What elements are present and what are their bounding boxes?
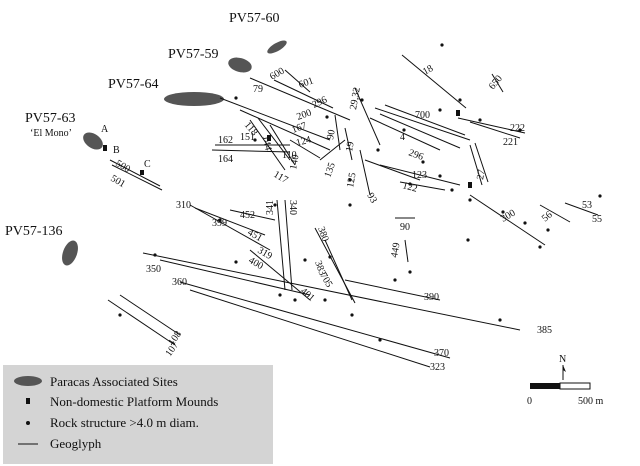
legend-rock-swatch bbox=[26, 421, 30, 425]
scale-distance: 500 m bbox=[578, 396, 604, 407]
label-4: 4 bbox=[400, 132, 405, 143]
legend-rock: Rock structure >4.0 m diam. bbox=[50, 415, 199, 430]
label-122: 122 bbox=[401, 180, 418, 195]
label-383: 383 bbox=[312, 259, 327, 277]
label-323: 323 bbox=[430, 362, 445, 373]
label-380: 380 bbox=[315, 225, 330, 243]
label-700: 700 bbox=[415, 110, 430, 121]
legend: Paracas Associated Sites Non-domestic Pl… bbox=[3, 365, 273, 464]
label-451: 451 bbox=[246, 227, 264, 244]
label-117: 117 bbox=[272, 169, 290, 186]
label-350: 350 bbox=[146, 264, 161, 275]
label-310: 310 bbox=[176, 200, 191, 211]
north-arrow: N bbox=[559, 354, 566, 380]
label-123: 123 bbox=[412, 170, 427, 181]
label-93: 93 bbox=[364, 191, 379, 205]
site-sub-c: C bbox=[144, 159, 151, 170]
label-110: 110 bbox=[282, 150, 297, 161]
paracas-sites bbox=[62, 40, 287, 266]
label-385: 385 bbox=[537, 325, 552, 336]
site-label-pv57-136: PV57-136 bbox=[5, 224, 63, 239]
label-90b: 90 bbox=[400, 222, 410, 233]
label-90a: 90 bbox=[325, 129, 338, 141]
label-135: 135 bbox=[322, 161, 337, 179]
label-399: 399 bbox=[212, 218, 227, 229]
site-sub-a: A bbox=[101, 124, 109, 135]
legend-box bbox=[3, 365, 273, 464]
geoglyph-labels: 18 650 600 601 79 296 200 29,32 700 118 … bbox=[109, 63, 603, 373]
label-296a: 296 bbox=[311, 94, 329, 110]
label-600: 600 bbox=[268, 66, 286, 83]
site-pv57-59-marker bbox=[228, 57, 252, 73]
site-sub-b: B bbox=[113, 145, 120, 156]
label-340: 340 bbox=[287, 200, 298, 215]
label-164: 164 bbox=[218, 154, 233, 165]
label-144: 144 bbox=[260, 135, 273, 152]
site-label-pv57-59: PV57-59 bbox=[168, 47, 219, 62]
label-222: 222 bbox=[510, 123, 525, 134]
label-500: 500 bbox=[114, 158, 132, 175]
label-18: 18 bbox=[421, 63, 435, 78]
legend-geoglyph: Geoglyph bbox=[50, 436, 102, 451]
label-200: 200 bbox=[295, 107, 313, 122]
label-300: 300 bbox=[499, 208, 517, 225]
label-124: 124 bbox=[295, 134, 312, 149]
label-125: 125 bbox=[345, 172, 358, 189]
label-55: 55 bbox=[592, 214, 602, 225]
legend-paracas: Paracas Associated Sites bbox=[50, 374, 178, 389]
label-167: 167 bbox=[290, 120, 308, 135]
label-390: 390 bbox=[424, 292, 439, 303]
label-151: 151 bbox=[240, 132, 255, 143]
label-29-32: 29,32 bbox=[348, 86, 363, 110]
site-pv57-63-marker bbox=[83, 132, 103, 150]
site-pv57-64-marker bbox=[164, 92, 224, 106]
platform-mounds bbox=[103, 110, 472, 188]
label-53: 53 bbox=[582, 200, 592, 211]
geoglyph-lines bbox=[107, 54, 599, 368]
label-501: 501 bbox=[109, 173, 127, 190]
legend-platform: Non-domestic Platform Mounds bbox=[50, 394, 218, 409]
label-601: 601 bbox=[297, 75, 315, 90]
site-label-pv57-64: PV57-64 bbox=[108, 77, 159, 92]
label-401: 401 bbox=[298, 286, 317, 304]
legend-mound-swatch bbox=[26, 398, 30, 404]
label-370: 370 bbox=[434, 348, 449, 359]
legend-site-swatch bbox=[14, 376, 42, 386]
north-label: N bbox=[559, 354, 566, 365]
site-label-pv57-63: PV57-63 bbox=[25, 111, 76, 126]
site-pv57-60-marker bbox=[267, 40, 287, 54]
label-140: 140 bbox=[288, 154, 301, 171]
scale-zero: 0 bbox=[527, 396, 532, 407]
label-79: 79 bbox=[253, 84, 263, 95]
label-27: 27 bbox=[475, 169, 488, 181]
label-452: 452 bbox=[240, 210, 255, 221]
scale-bar: 0 500 m bbox=[527, 382, 604, 407]
site-label-pv57-60: PV57-60 bbox=[229, 11, 280, 26]
label-19: 19 bbox=[344, 141, 357, 153]
site-pv57-136-marker bbox=[62, 240, 78, 266]
site-label-el-mono: ‘El Mono’ bbox=[30, 128, 72, 139]
label-360: 360 bbox=[172, 277, 187, 288]
label-650: 650 bbox=[487, 73, 505, 92]
label-341: 341 bbox=[265, 200, 276, 215]
label-296b: 296 bbox=[407, 147, 425, 162]
label-449: 449 bbox=[389, 242, 402, 259]
label-221: 221 bbox=[503, 137, 518, 148]
rock-structures bbox=[118, 43, 602, 342]
label-162: 162 bbox=[218, 135, 233, 146]
